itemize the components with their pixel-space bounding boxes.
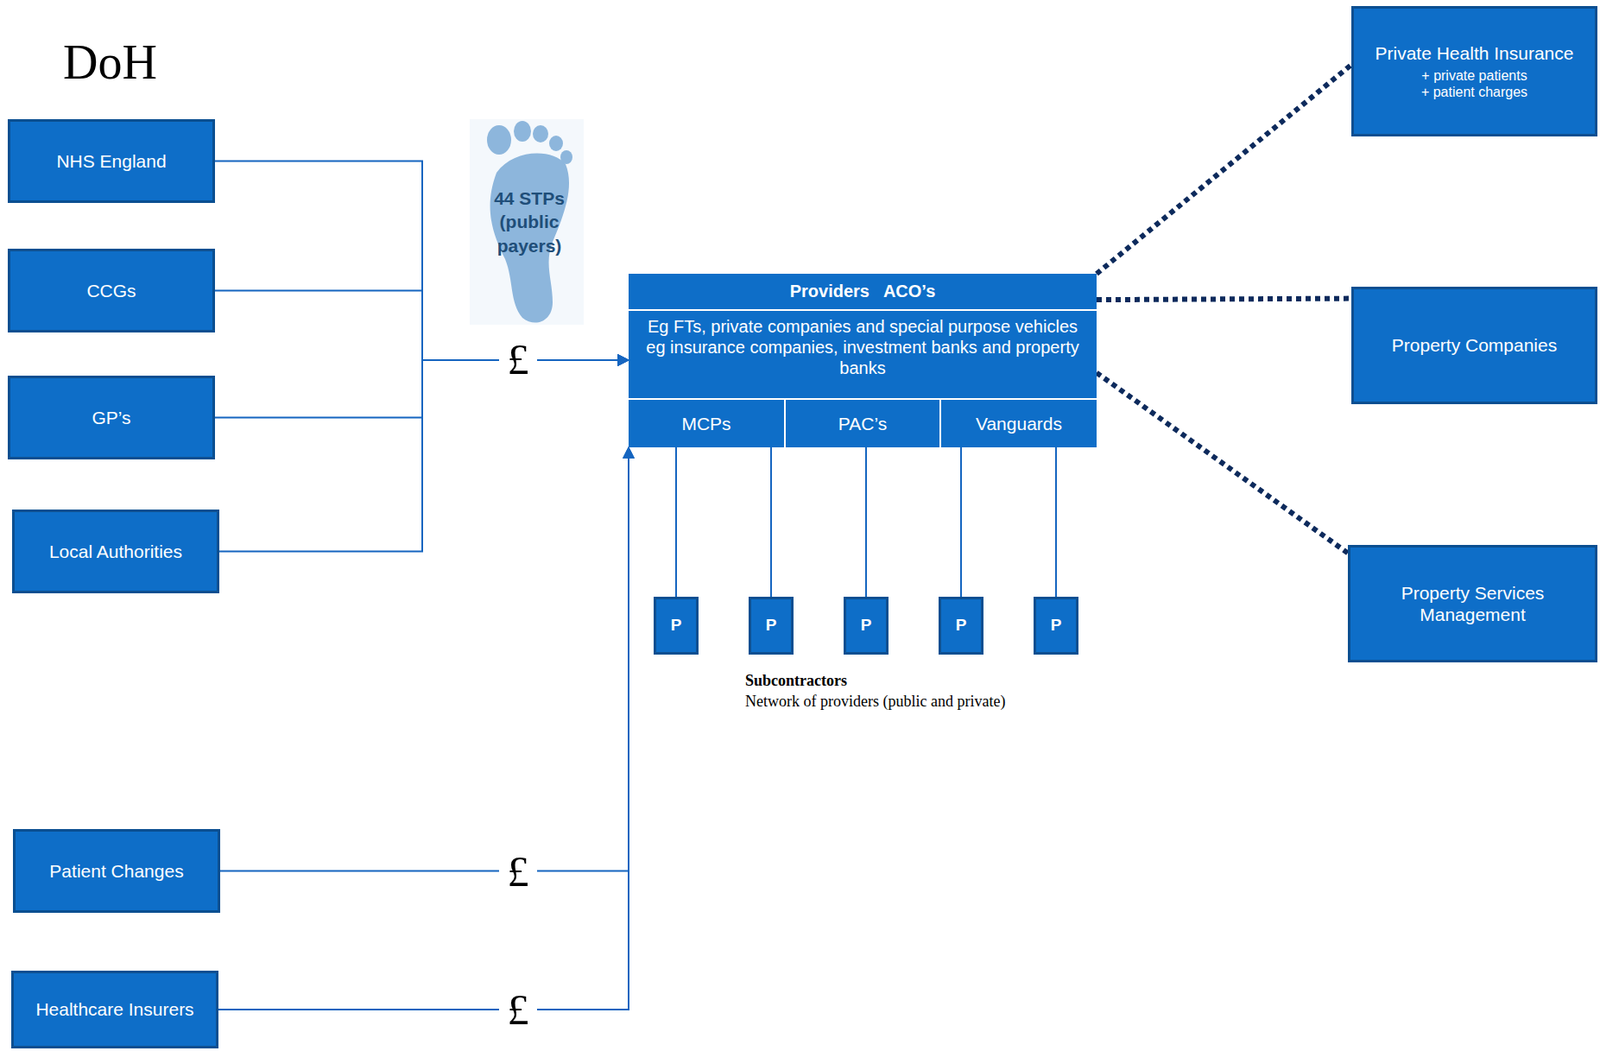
process-box: Property Companies [1351,286,1598,405]
foot-toe [549,135,563,152]
node-text: NHS England [49,150,173,172]
node-text: P [860,615,873,636]
flow-connector [218,447,629,1010]
foot-toe [532,125,549,143]
flow-connector [219,360,629,552]
dotted-link [1096,64,1352,274]
diagram-title: DoH [63,34,158,90]
node-text: GP’s [84,406,138,429]
node-text: Local Authorities [42,540,190,563]
dotted-link [1096,373,1348,554]
flow-connector [215,290,629,361]
process-box: Healthcare Insurers [11,970,219,1049]
provider-p-box: P [748,596,794,655]
node-text: P [955,615,968,636]
flow-connector [675,447,677,597]
flow-connector [770,447,772,597]
subcontractors-heading: Subcontractors [745,671,848,690]
foot-toe [513,120,532,142]
provider-cell: MCPs [628,398,785,448]
node-text: Healthcare Insurers [28,998,201,1020]
provider-box: Providers ACO’sEg FTs, private companies… [628,273,1097,448]
flow-connector [220,447,629,872]
provider-cell: Vanguards [939,398,1097,448]
subcontractors-note: Network of providers (public and private… [745,692,1006,711]
provider-cell: PAC’s [784,398,940,448]
node-text: Property Companies [1384,334,1564,356]
node-text: MCPs [674,412,738,435]
process-box: Property Services Management [1347,544,1598,663]
node-text: Vanguards [968,412,1069,435]
node-text: Private Health Insurance [1368,42,1582,64]
node-subtext: + private patients [1414,67,1534,84]
footprint-ground [469,119,584,325]
provider-p-box: P [843,596,889,655]
footprint-label: 44 STPs (public payers) [486,186,573,258]
process-box: CCGs [7,248,216,333]
provider-p-box: P [938,596,984,655]
node-text: P [1050,615,1063,636]
flow-connector [865,447,867,597]
provider-p-box: P [1033,596,1079,655]
foot-toe [560,150,573,165]
node-text: P [765,615,778,636]
node-text: PAC’s [831,412,894,435]
node-text: CCGs [79,279,143,302]
process-box: Private Health Insurance + private patien… [1351,6,1598,137]
node-text: Property Services Management [1350,581,1595,626]
node-subtext: + patient charges [1414,83,1535,101]
currency-label: £ [499,847,538,896]
footprint-illustration [469,119,584,325]
foot-toe [486,125,512,155]
node-text: Patient Changes [42,860,190,882]
dotted-link [1096,298,1352,301]
process-box: Patient Changes [12,828,221,913]
flow-connector [1055,447,1057,597]
process-box: NHS England [7,119,216,203]
provider-heading: Providers ACO’s [628,273,1097,311]
currency-label: £ [499,335,538,384]
provider-p-box: P [653,596,699,655]
currency-label: £ [499,985,538,1034]
process-box: GP’s [7,375,216,460]
provider-body: Eg FTs, private companies and special pu… [628,310,1097,384]
node-text: P [670,615,683,636]
process-box: Local Authorities [12,509,220,594]
flow-connector [960,447,962,597]
flow-connector [215,161,629,361]
